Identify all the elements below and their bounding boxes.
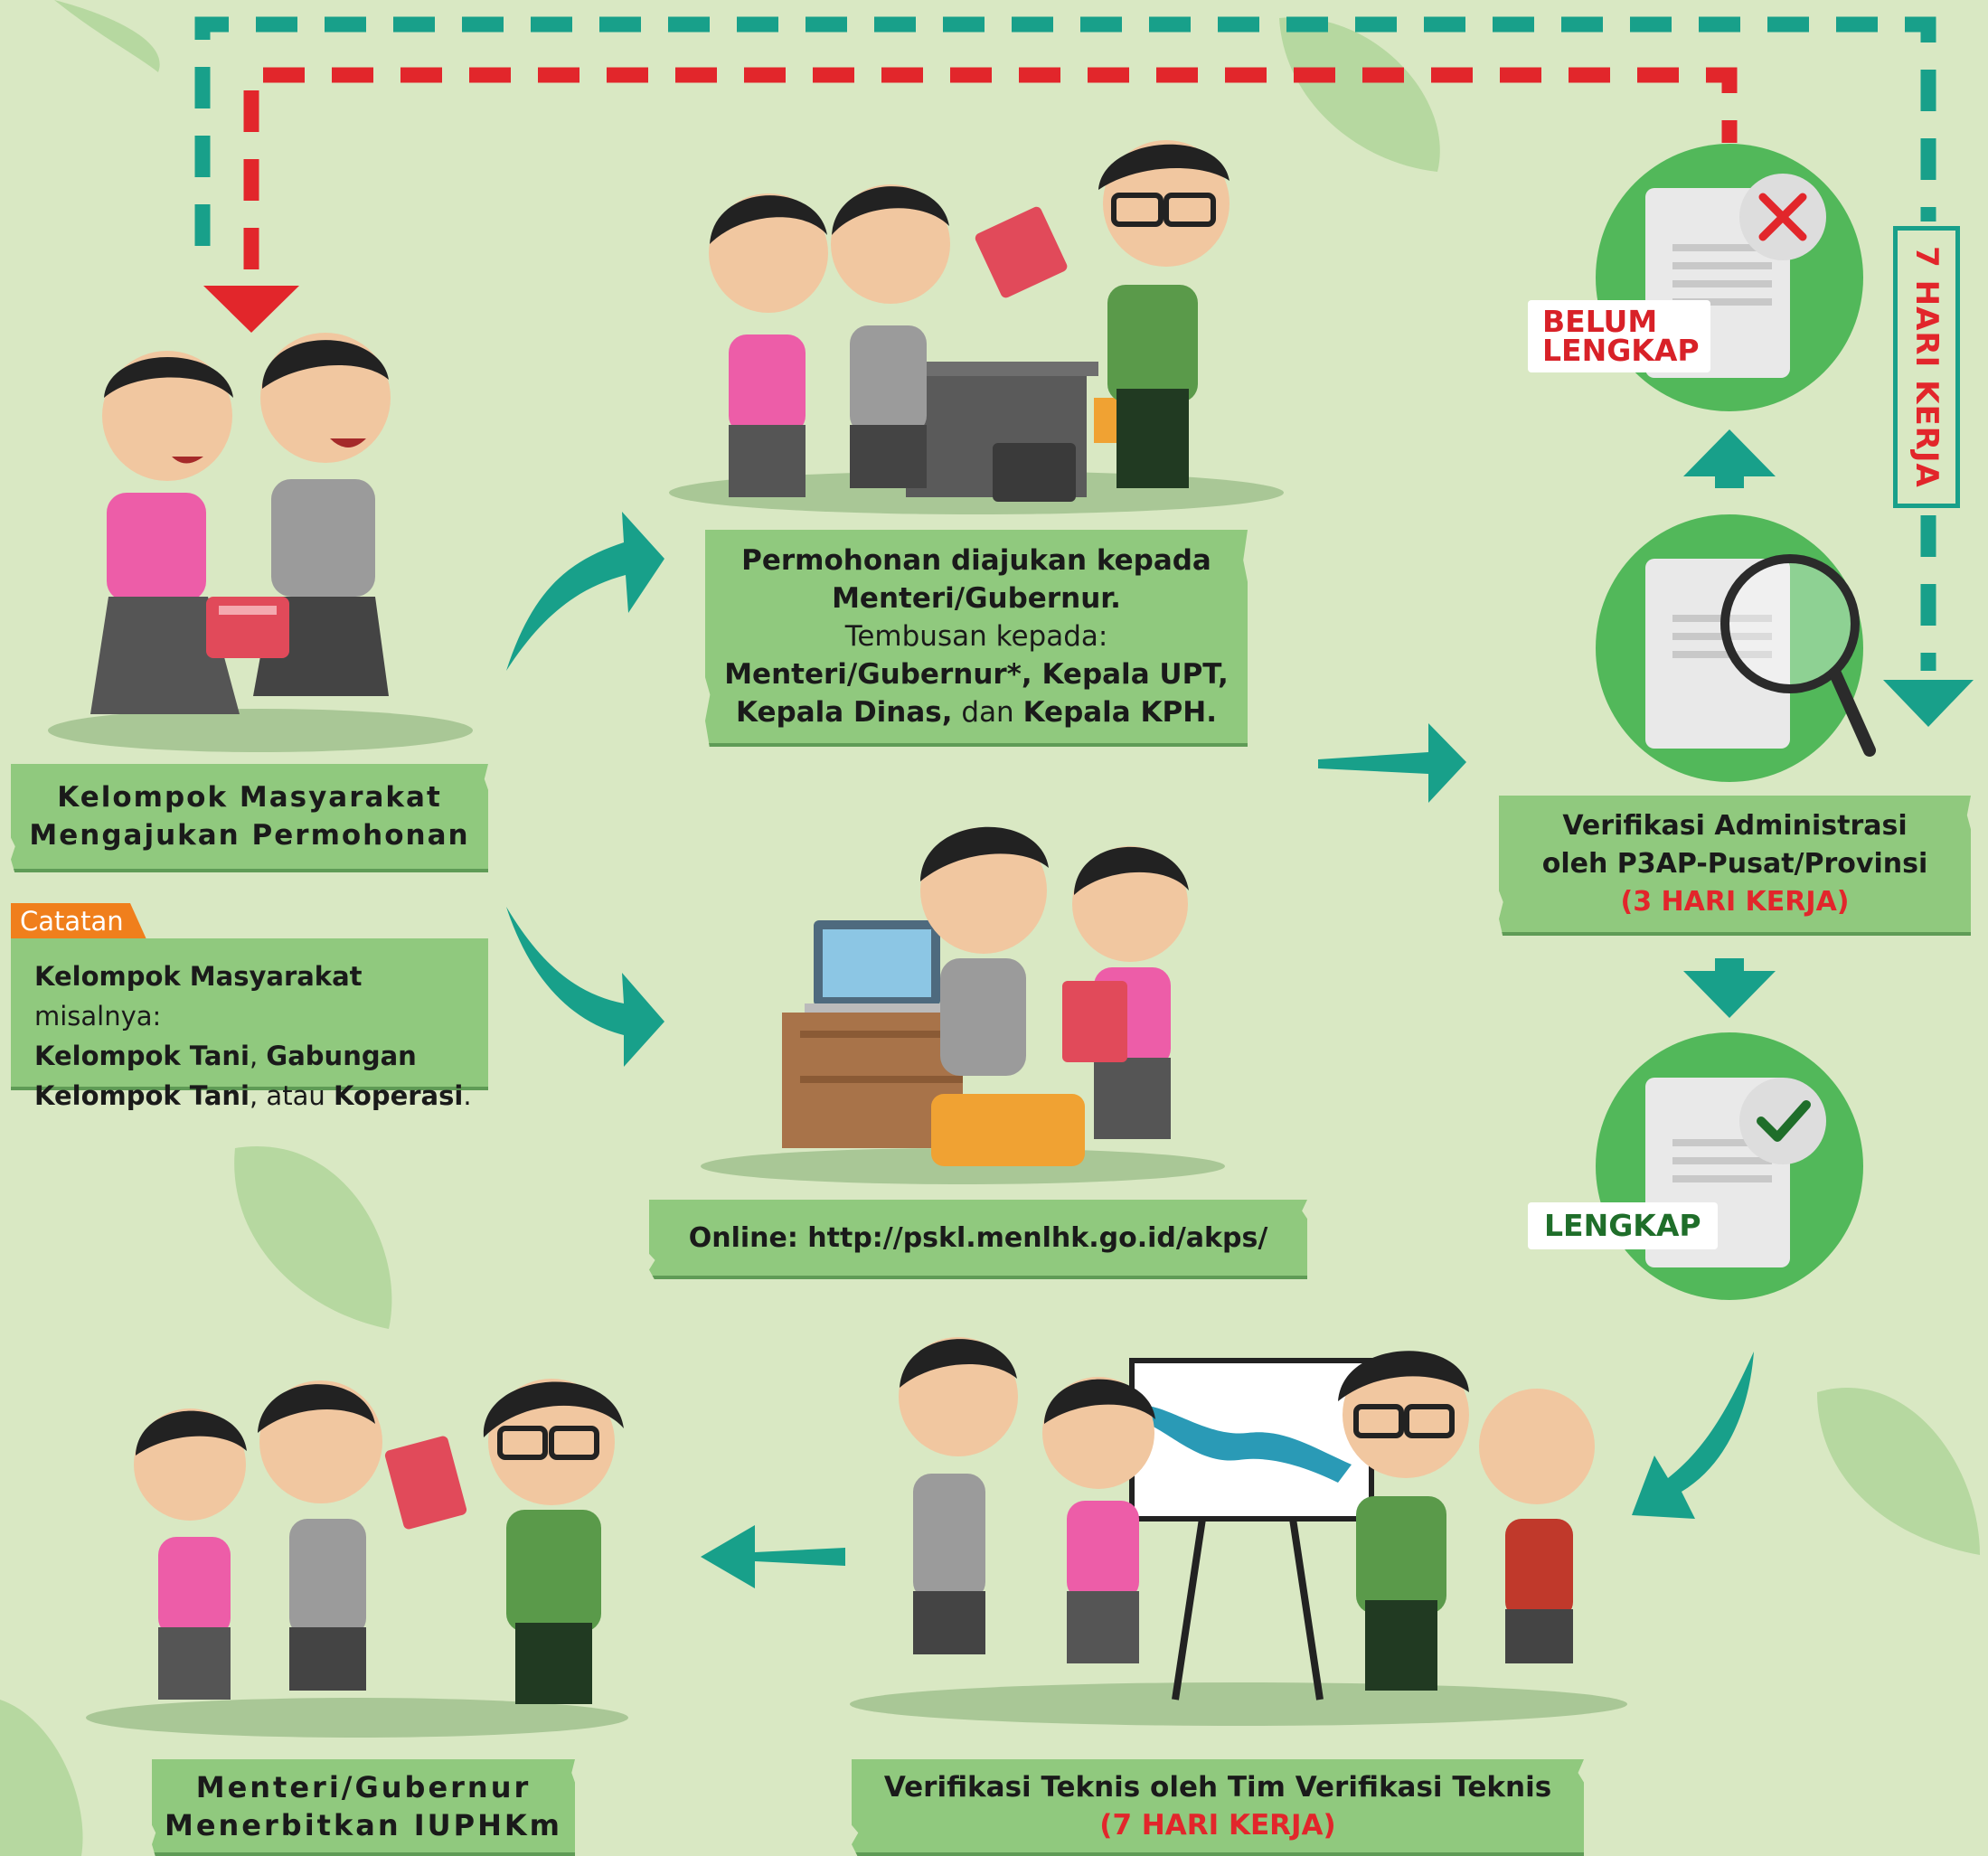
step-technical-verification: Verifikasi Teknis oleh Tim Verifikasi Te…	[852, 1759, 1584, 1856]
step-submit-line2: Menteri/Gubernur.	[832, 582, 1121, 615]
step-submit-line5b: dan	[952, 696, 1023, 729]
arrow-right-teal-icon	[1318, 723, 1466, 803]
magnifier-icon	[1720, 554, 1876, 757]
note-text-4: .	[463, 1080, 472, 1111]
note-term-group: Kelompok Masyarakat	[34, 961, 363, 992]
leaf-icon	[1817, 1387, 1980, 1555]
status-incomplete-line1: BELUM	[1542, 304, 1658, 339]
check-icon	[1757, 1100, 1811, 1142]
online-submission-illustration	[701, 826, 1225, 1184]
cross-icon	[1758, 193, 1807, 241]
arrow-curved-down-right-icon	[506, 907, 664, 1067]
note-box: Kelompok Masyarakat misalnya: Kelompok T…	[11, 938, 488, 1111]
loop-duration-text: 7 HARI KERJA	[1908, 246, 1945, 488]
note-term-joint: Gabungan	[266, 1041, 417, 1071]
loop-duration-label: 7 HARI KERJA	[1893, 226, 1960, 508]
arrow-curved-down-left-icon	[1632, 1352, 1754, 1519]
arrow-down-teal-icon	[1883, 680, 1974, 727]
permit-issuance-illustration	[86, 1379, 628, 1738]
note-term-cooperative: Koperasi	[333, 1080, 464, 1111]
step-issue-permit: Menteri/Gubernur Menerbitkan IUPHKm	[152, 1759, 575, 1856]
arrow-up-teal-icon	[1683, 429, 1776, 488]
status-incomplete-line2: LENGKAP	[1542, 333, 1700, 368]
note-text-2: ,	[249, 1041, 267, 1071]
step-submit-line4: Menteri/Gubernur*, Kepala UPT,	[724, 658, 1229, 691]
step-apply: Kelompok Masyarakat Mengajukan Permohona…	[11, 764, 488, 872]
arrow-curved-up-right-icon	[506, 512, 664, 671]
status-complete: LENGKAP	[1528, 1202, 1718, 1249]
note-tab: Catatan	[11, 903, 146, 939]
arrow-down-red-icon	[203, 286, 299, 333]
walking-couple-illustration	[48, 333, 473, 752]
step-admin-verification: Verifikasi Administrasi oleh P3AP-Pusat/…	[1499, 796, 1971, 936]
note-text-1: misalnya:	[34, 1001, 162, 1032]
step-technical-duration: (7 HARI KERJA)	[1099, 1808, 1336, 1842]
status-incomplete: BELUM LENGKAP	[1528, 300, 1710, 372]
arrow-down-teal-icon	[1683, 958, 1776, 1018]
step-issue-line1: Menteri/Gubernur	[195, 1769, 532, 1804]
step-submit-line5c: Kepala KPH.	[1022, 696, 1217, 729]
step-admin-line1: Verifikasi Administrasi	[1562, 809, 1908, 842]
arrow-left-teal-icon	[701, 1525, 845, 1588]
note-term-farmer-group: Kelompok Tani	[34, 1041, 250, 1071]
document-approved-illustration	[1596, 1032, 1863, 1300]
step-online-text: Online: http://pskl.menlhk.go.id/akps/	[688, 1221, 1268, 1254]
technical-verification-illustration	[850, 1337, 1627, 1726]
office-submission-illustration	[669, 140, 1284, 514]
step-submit-line5: Kepala Dinas, dan Kepala KPH.	[736, 693, 1217, 731]
step-technical-line1: Verifikasi Teknis oleh Tim Verifikasi Te…	[883, 1770, 1552, 1804]
step-submit: Permohonan diajukan kepada Menteri/Guber…	[705, 530, 1248, 747]
note-text-3: , atau	[249, 1080, 334, 1111]
step-online: Online: http://pskl.menlhk.go.id/akps/	[649, 1200, 1307, 1279]
leaf-icon	[1279, 17, 1440, 173]
step-admin-duration: (3 HARI KERJA)	[1620, 885, 1850, 918]
document-review-illustration	[1596, 514, 1876, 782]
note-term-farmer-group-2: Kelompok Tani	[34, 1080, 250, 1111]
step-issue-line2: Menerbitkan IUPHKm	[164, 1807, 563, 1842]
leaf-icon	[0, 1700, 83, 1856]
note-line3: Kelompok Tani, atau Koperasi.	[34, 1076, 488, 1116]
note-line2: Kelompok Tani, Gabungan	[34, 1036, 488, 1076]
step-submit-line3: Tembusan kepada:	[844, 620, 1108, 653]
step-apply-line1: Kelompok Masyarakat	[57, 781, 442, 814]
status-complete-label: LENGKAP	[1544, 1208, 1701, 1243]
step-submit-line1: Permohonan diajukan kepada	[741, 544, 1211, 577]
leaf-icon	[54, 0, 160, 72]
leaf-icon	[234, 1145, 392, 1329]
step-apply-line2: Mengajukan Permohonan	[29, 819, 470, 852]
step-submit-line5a: Kepala Dinas,	[736, 696, 953, 729]
step-admin-line2: oleh P3AP-Pusat/Provinsi	[1541, 847, 1928, 880]
note-line1: Kelompok Masyarakat misalnya:	[34, 956, 488, 1036]
